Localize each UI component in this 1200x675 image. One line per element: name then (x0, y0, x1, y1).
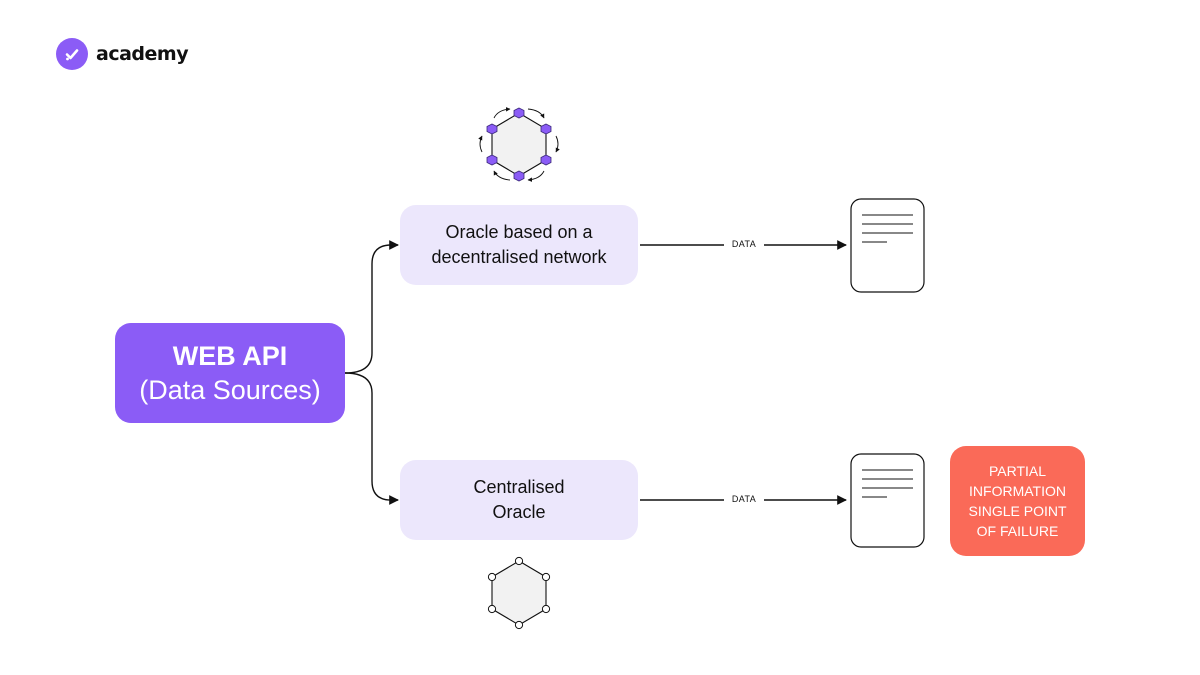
centralised-oracle-label-line2: Oracle (492, 502, 546, 522)
decentralised-oracle-box: Oracle based on a decentralised network (400, 205, 638, 285)
web-api-source-box: WEB API (Data Sources) (115, 323, 345, 423)
decentralised-oracle-label-line2: decentralised network (431, 247, 607, 267)
brand-logo[interactable]: academy (56, 38, 189, 70)
centralised-oracle-box: Centralised Oracle (400, 460, 638, 540)
decentralised-oracle-label-line1: Oracle based on a (445, 222, 593, 242)
branch-connector-bottom (344, 372, 399, 505)
branch-connector-top (344, 240, 399, 374)
data-label-bottom: DATA (724, 494, 764, 504)
warning-line2: INFORMATION (969, 483, 1066, 499)
web-api-title: WEB API (172, 341, 288, 371)
web-api-subtitle: (Data Sources) (139, 375, 321, 405)
warning-line4: OF FAILURE (976, 523, 1059, 539)
checkmark-circle-icon (56, 38, 88, 70)
data-label-top: DATA (724, 239, 764, 249)
brand-name: academy (96, 43, 189, 65)
decentralised-network-hexagon-icon (478, 107, 560, 182)
warning-box: PARTIAL INFORMATION SINGLE POINT OF FAIL… (950, 446, 1085, 556)
warning-line1: PARTIAL (988, 463, 1047, 479)
document-icon (850, 198, 925, 293)
warning-line3: SINGLE POINT (968, 503, 1067, 519)
centralised-hexagon-icon (487, 556, 551, 630)
centralised-oracle-label-line1: Centralised (473, 477, 565, 497)
document-icon (850, 453, 925, 548)
